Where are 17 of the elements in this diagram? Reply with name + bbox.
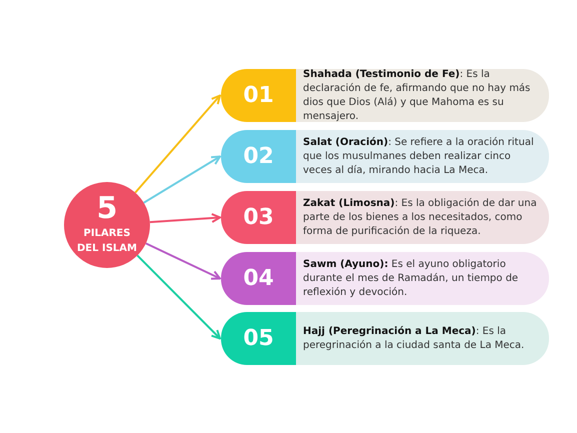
number-tab: 01	[221, 69, 296, 122]
arrow	[145, 242, 221, 280]
description-panel: Sawm (Ayuno): Es el ayuno obligatorio durante el mes de Ramadán, un tiempo de reflexión y devoción.	[296, 252, 549, 305]
number-tab: 03	[221, 191, 296, 244]
number-tab: 02	[221, 130, 296, 183]
number-tab: 04	[221, 252, 296, 305]
description-panel: Hajj (Peregrinación a La Meca): Es la peregrinación a la ciudad santa de La Meca.	[296, 312, 549, 365]
title-text: PILARES DEL ISLAM	[77, 227, 137, 256]
arrow	[134, 94, 221, 194]
description-panel: Zakat (Limosna): Es la obligación de dar una parte de los bienes a los necesitados, como forma de purificación de la riqueza.	[296, 191, 549, 244]
description-panel: Shahada (Testimonio de Fe): Es la declaración de fe, afirmando que no hay más dios que Dios (Alá) y que Mahoma es su mensajero.	[296, 69, 549, 122]
pillar-count: 5	[96, 194, 118, 224]
arrow	[136, 254, 221, 340]
arrow	[143, 156, 221, 204]
arrow	[150, 213, 221, 224]
number-tab: 05	[221, 312, 296, 365]
description-panel: Salat (Oración): Se refiere a la oración ritual que los musulmanes deben realizar cinco veces al día, mirando hacia La Meca.	[296, 130, 549, 183]
